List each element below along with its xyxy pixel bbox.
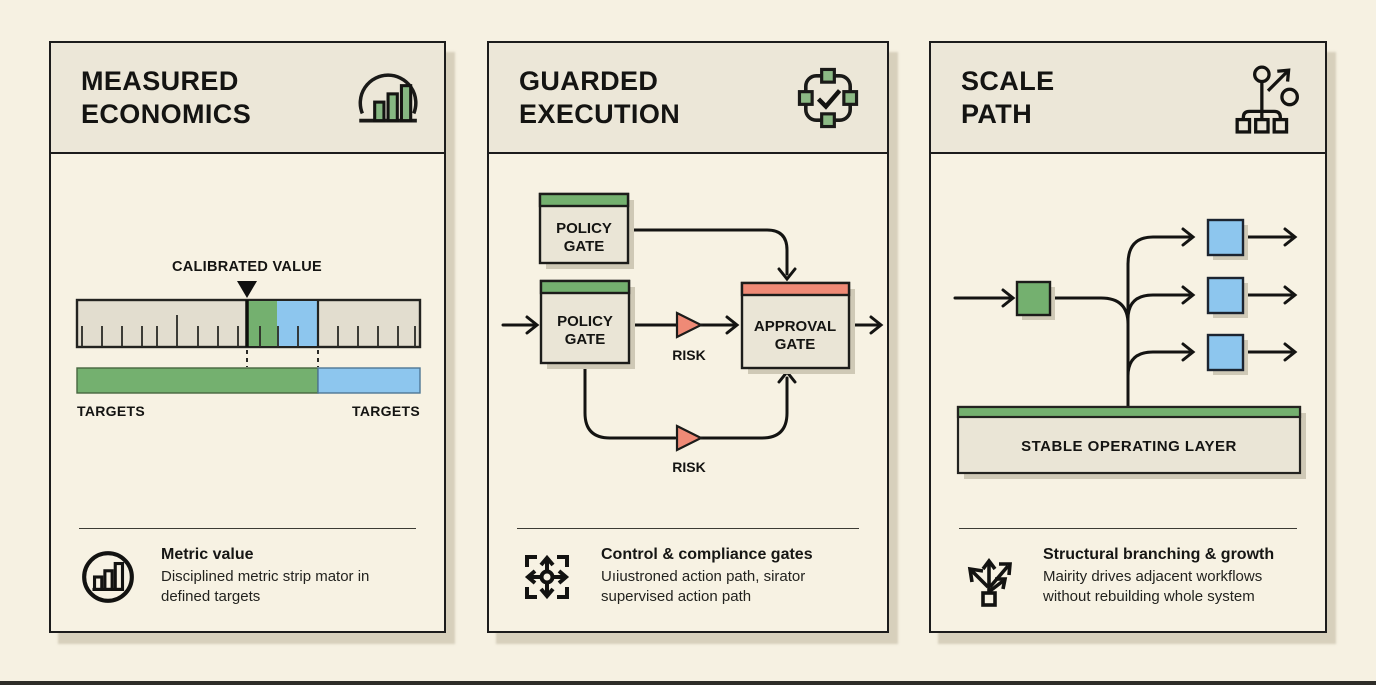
footer-description: Mairity drives adjacent workflows withou… xyxy=(1043,568,1263,606)
panel-title: SCALE PATH xyxy=(961,66,1055,129)
fork-arrows-icon xyxy=(967,557,1012,607)
footer-text: Metric value Disciplined metric strip ma… xyxy=(161,546,416,607)
branching-network-icon xyxy=(1235,64,1299,134)
stable-operating-layer-box: STABLE OPERATING LAYER xyxy=(956,405,1306,479)
circled-bar-chart-icon xyxy=(82,550,134,603)
branch-lines xyxy=(953,227,1298,409)
approval-gate-box: APPROVAL GATE xyxy=(740,281,855,374)
panel-header: MEASURED ECONOMICS xyxy=(51,43,444,154)
footer-description: Uıiustroned action path, sirator supervi… xyxy=(601,568,806,606)
footer-text: Control & compliance gates Uıiustroned a… xyxy=(601,546,859,607)
panel-guarded-execution: GUARDED EXECUTION xyxy=(487,41,889,633)
policy-gate-main-label-1: POLICY xyxy=(557,313,613,330)
risk-triangle-1 xyxy=(675,311,704,339)
panel-footer: Control & compliance gates Uıiustroned a… xyxy=(517,528,859,617)
targets-left-label: TARGETS xyxy=(77,403,145,419)
ruler-ticks xyxy=(81,315,416,347)
panel-header: SCALE PATH xyxy=(931,43,1325,154)
panel-footer: Structural branching & growth Mairity dr… xyxy=(959,528,1297,617)
target-bar-blue xyxy=(317,367,421,394)
target-bar-green xyxy=(76,367,319,394)
footer-text: Structural branching & growth Mairity dr… xyxy=(1043,546,1297,607)
approval-gate-label-1: APPROVAL xyxy=(754,318,836,335)
pointer-triangle xyxy=(237,281,257,298)
panel-header: GUARDED EXECUTION xyxy=(489,43,887,154)
panel-measured-economics: MEASURED ECONOMICS CALIBRATED VALUE xyxy=(49,41,446,633)
risk-label-1: RISK xyxy=(672,347,705,363)
footer-description: Disciplined metric strip mator in define… xyxy=(161,568,370,606)
footer-title: Control & compliance gates xyxy=(601,546,813,564)
calibrated-value-label: CALIBRATED VALUE xyxy=(172,259,322,275)
gates-flow-diagram: RISK RISK POLICY GATE POLICY GATE APPROV… xyxy=(501,192,884,475)
policy-gate-box-main: POLICY GATE xyxy=(539,279,635,369)
risk-label-2: RISK xyxy=(672,459,705,475)
expand-arrows-icon xyxy=(524,554,570,599)
footer-title: Metric value xyxy=(161,546,254,564)
scale-branching-diagram: STABLE OPERATING LAYER xyxy=(953,218,1306,479)
policy-gate-top-label-2: GATE xyxy=(564,238,605,255)
policy-gate-main-label-2: GATE xyxy=(565,331,606,348)
policy-gate-top-label-1: POLICY xyxy=(556,220,612,237)
input-node-square xyxy=(1015,280,1055,320)
stable-operating-layer-label: STABLE OPERATING LAYER xyxy=(1021,438,1237,455)
measurement-strip-diagram: CALIBRATED VALUE TARGETS TARGETS xyxy=(75,259,422,419)
approval-gate-label-2: GATE xyxy=(775,336,816,353)
checkpoint-nodes-icon xyxy=(797,67,859,128)
footer-title: Structural branching & growth xyxy=(1043,546,1275,564)
ruler-green-zone xyxy=(247,301,277,346)
policy-gate-box-top: POLICY GATE xyxy=(538,192,634,269)
panel-footer: Metric value Disciplined metric strip ma… xyxy=(79,528,416,617)
bottom-edge-bar xyxy=(0,681,1376,685)
targets-right-label: TARGETS xyxy=(352,403,420,419)
risk-triangle-2 xyxy=(675,424,704,452)
panel-title: GUARDED EXECUTION xyxy=(519,66,681,129)
bar-chart-arc-icon xyxy=(358,73,418,122)
panel-title: MEASURED ECONOMICS xyxy=(81,66,252,129)
output-node-squares xyxy=(1206,218,1248,375)
panel-scale-path: SCALE PATH xyxy=(929,41,1327,633)
